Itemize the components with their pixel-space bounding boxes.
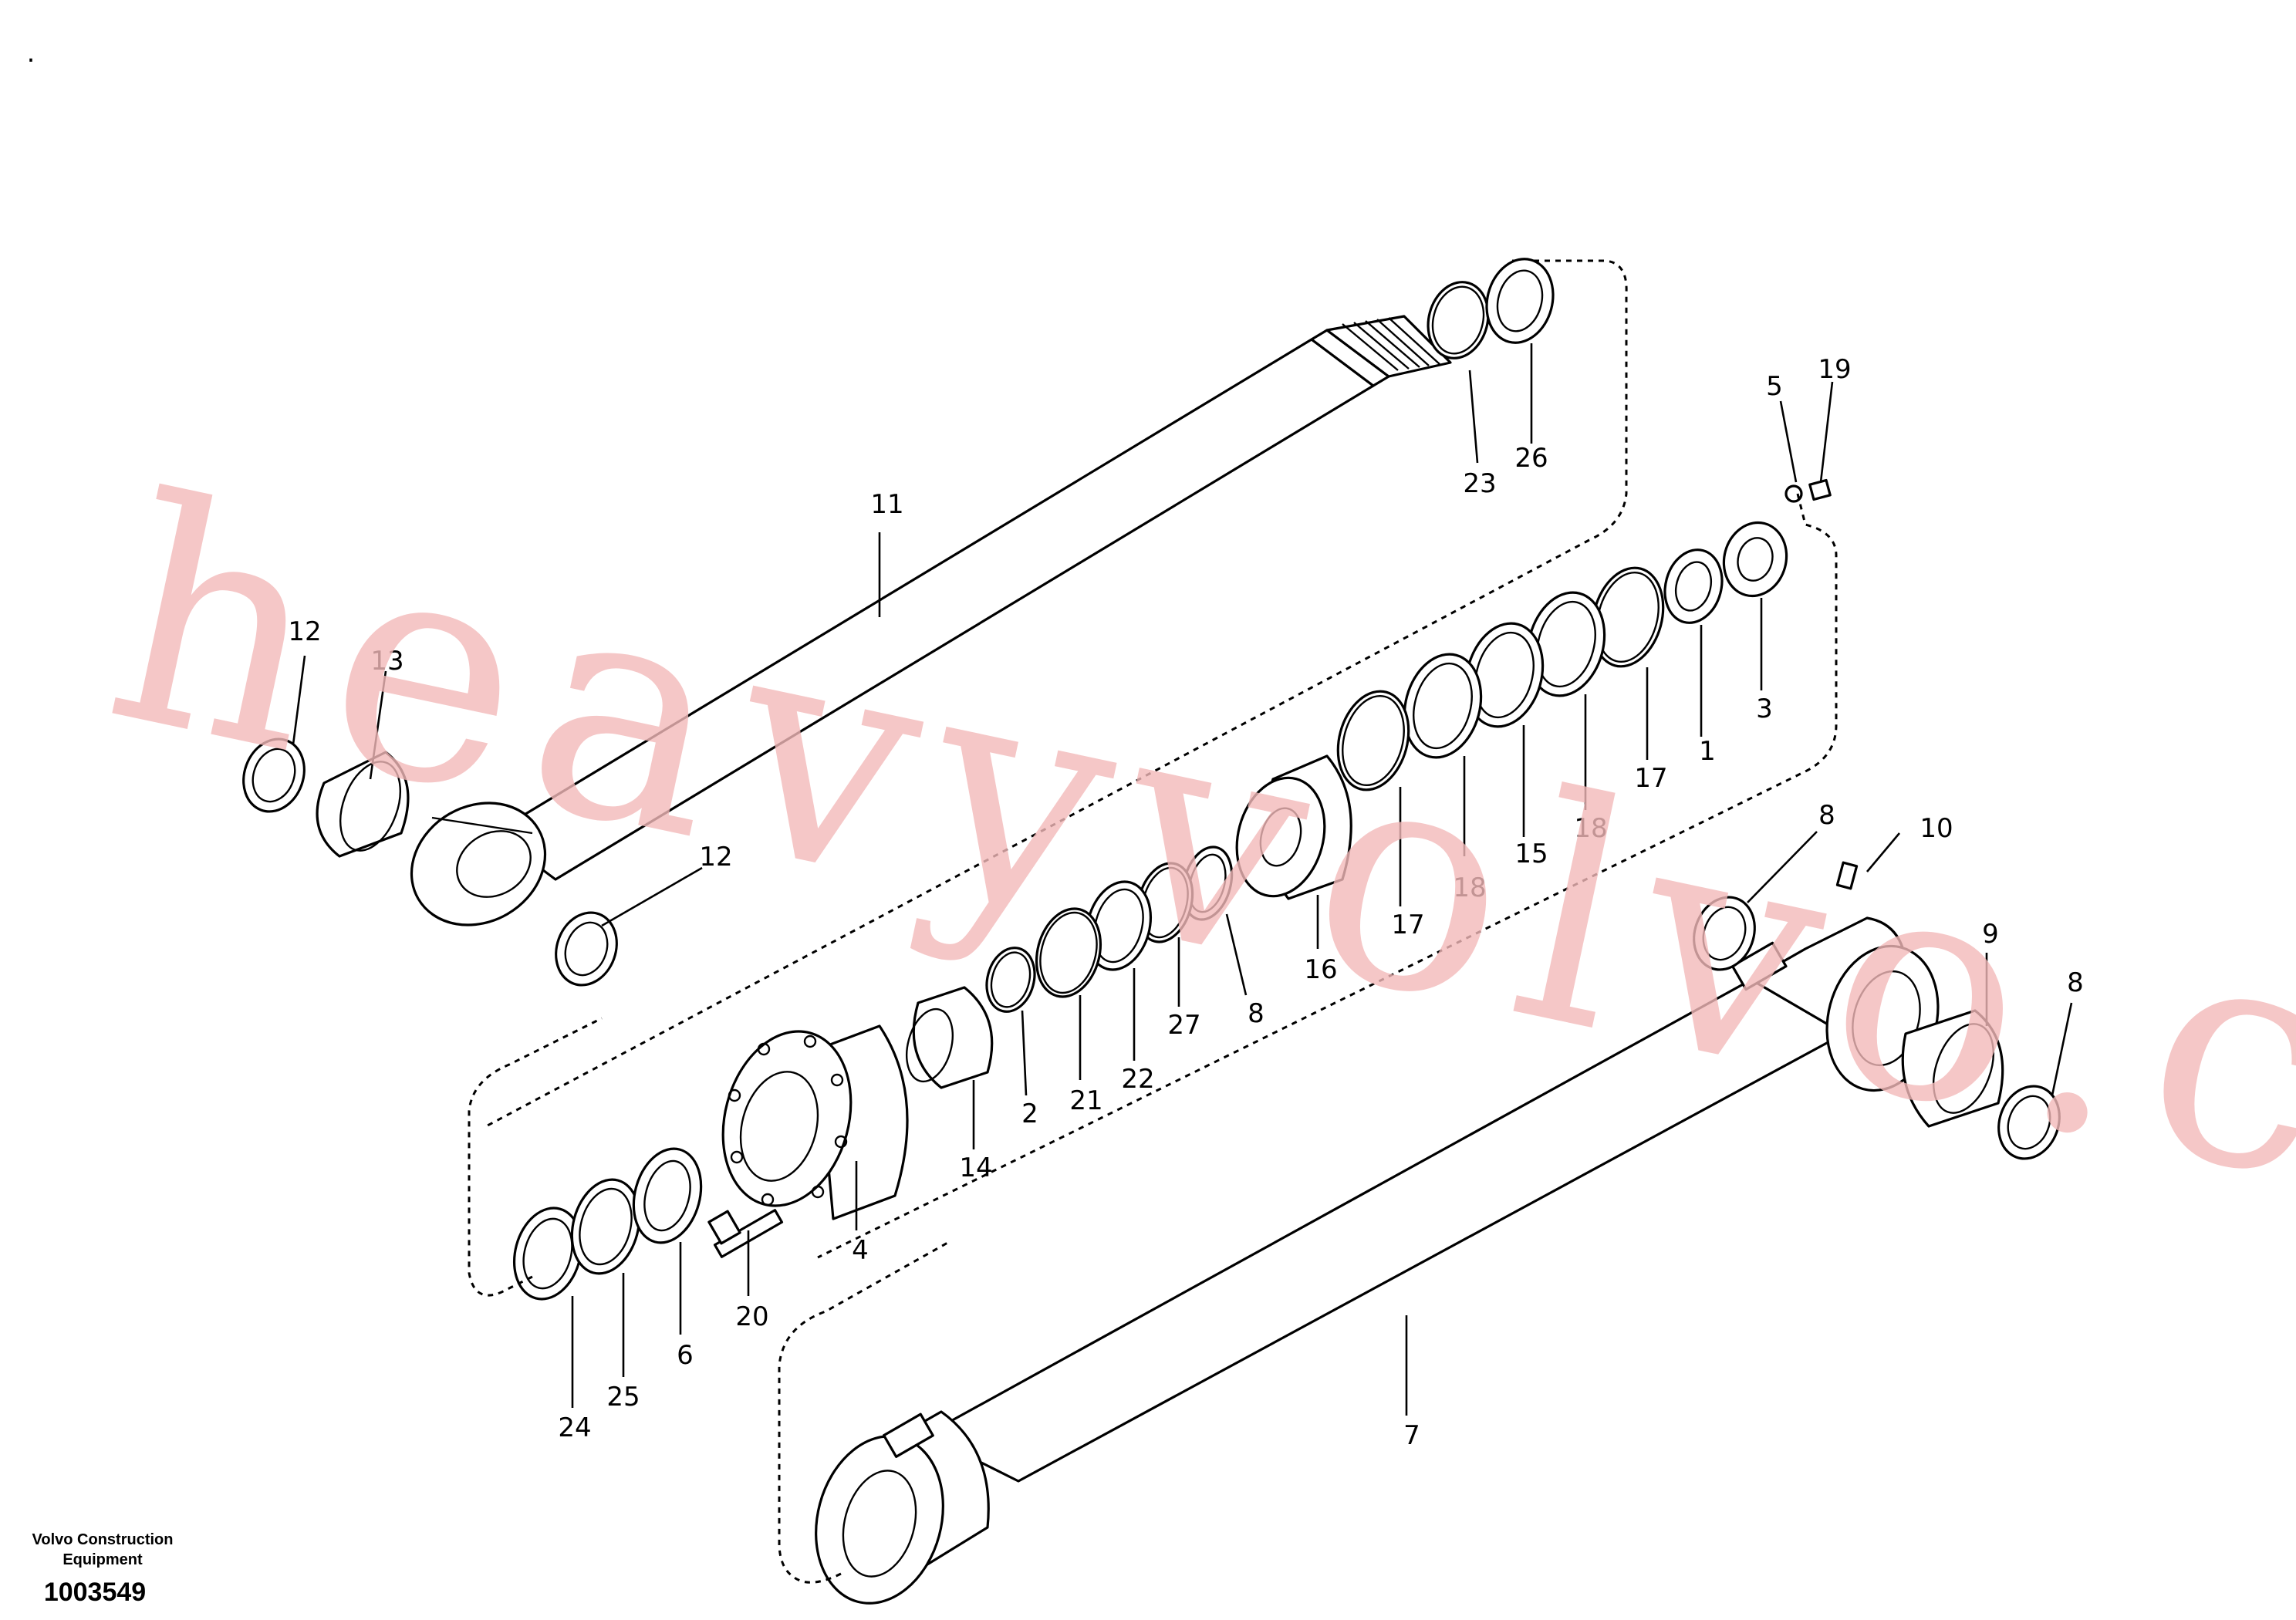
callout-14: 14 (959, 1153, 992, 1183)
corner-mark: . (27, 38, 35, 69)
callout-22: 22 (1121, 1064, 1154, 1095)
callout-2: 2 (1021, 1099, 1038, 1129)
callout-7: 7 (1403, 1420, 1420, 1451)
piston-seal-stack (906, 521, 1788, 1089)
assembly-link-piston (817, 493, 1838, 1259)
watermark-text: heavyvolvo.com (85, 431, 2296, 1365)
callout-17: 17 (1634, 763, 1667, 794)
callout-12: 12 (288, 616, 321, 647)
maker-name-line1: Volvo Construction (32, 1531, 174, 1548)
callout-8: 8 (2067, 967, 2084, 998)
tube-eye-parts (1693, 861, 2061, 1160)
callout-18: 18 (1574, 813, 1607, 844)
callout-17: 17 (1391, 910, 1424, 940)
piston-rod (410, 315, 1452, 926)
callout-3: 3 (1756, 694, 1773, 724)
callout-16: 16 (1304, 954, 1337, 985)
callout-27: 27 (1167, 1010, 1200, 1041)
assembly-link-rod-end (485, 259, 1628, 1128)
callout-19: 19 (1818, 354, 1851, 385)
leader-lines (292, 343, 2073, 1416)
callout-10: 10 (1920, 813, 1953, 844)
callout-24: 24 (558, 1412, 591, 1443)
callout-5: 5 (1766, 371, 1783, 402)
callout-8: 8 (1818, 800, 1835, 831)
callout-9: 9 (1982, 919, 1999, 950)
callout-25: 25 (606, 1382, 640, 1412)
callout-11: 11 (870, 489, 903, 520)
assembly-link-head (468, 1017, 603, 1297)
callout-labels: 11 12 13 12 23 26 5 19 3 1 17 18 15 18 1… (288, 354, 2083, 1451)
callout-21: 21 (1069, 1085, 1102, 1116)
callout-6: 6 (677, 1340, 694, 1371)
cylinder-tube (815, 916, 1940, 1605)
set-screw-and-ball (1784, 478, 1832, 503)
rod-end-rings (1427, 258, 1555, 359)
callout-18: 18 (1453, 872, 1486, 903)
assembly-link-tube (778, 1240, 950, 1584)
socket-bolt (707, 1209, 784, 1258)
callout-12: 12 (699, 842, 732, 872)
callout-4: 4 (852, 1235, 869, 1266)
footer-block: Volvo Construction Equipment 1003549 (32, 1531, 174, 1607)
callout-1: 1 (1699, 736, 1716, 767)
callout-8: 8 (1248, 998, 1264, 1029)
callout-26: 26 (1514, 443, 1548, 474)
rod-eye-parts (242, 737, 618, 987)
callout-23: 23 (1463, 468, 1496, 499)
callout-13: 13 (370, 646, 403, 677)
figure-number: 1003549 (44, 1578, 146, 1607)
callout-15: 15 (1514, 839, 1548, 869)
callout-20: 20 (735, 1301, 768, 1332)
maker-name-line2: Equipment (62, 1551, 143, 1568)
cylinder-head (721, 1024, 909, 1220)
